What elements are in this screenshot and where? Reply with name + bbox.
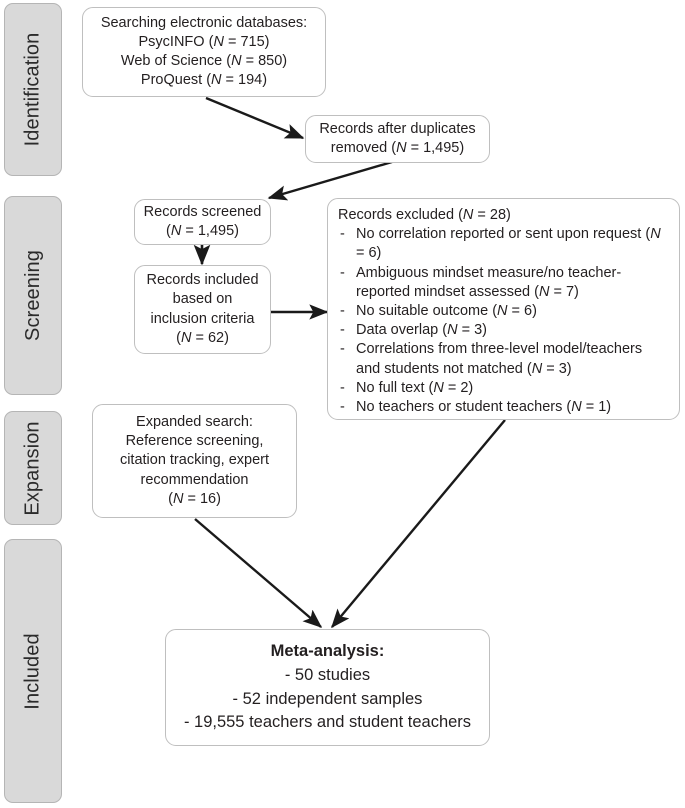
box-included-line-3: inclusion criteria — [150, 310, 255, 327]
box-records-included: Records included based on inclusion crit… — [134, 265, 271, 354]
stage-bar-screening: Screening — [4, 196, 62, 395]
dash-bullet: - — [340, 322, 345, 339]
excluded-reason-text: Ambiguous mindset measure/no teacher-rep… — [356, 264, 622, 300]
dash-bullet: - — [340, 226, 345, 243]
box-included-line-1: Records included — [146, 272, 259, 289]
stage-label-screening: Screening — [21, 250, 44, 341]
box-databases-line-3: Web of Science (N = 850) — [120, 53, 288, 69]
arrow-expanded-to-meta — [194, 518, 323, 628]
box-databases-line-1: Searching electronic databases: — [100, 14, 308, 31]
stage-label-identification: Identification — [21, 32, 44, 147]
box-records-screened: Records screened (N = 1,495) — [134, 199, 271, 245]
box-expanded-line-2: Reference screening, — [125, 433, 264, 450]
box-screened-line-2: (N = 1,495) — [166, 223, 239, 239]
box-expanded-search: Expanded search: Reference screening, ci… — [92, 404, 297, 518]
excluded-reason-list: -No correlation reported or sent upon re… — [338, 225, 670, 417]
box-included-line-2: based on — [172, 291, 233, 308]
stage-label-included: Included — [21, 632, 44, 710]
arrow-duplicates-to-screened — [267, 160, 393, 201]
box-expanded-line-1: Expanded search: — [136, 414, 253, 431]
list-item: -No full text (N = 2) — [338, 379, 670, 398]
box-expanded-line-3: citation tracking, expert — [119, 452, 270, 469]
box-records-excluded: Records excluded (N = 28) -No correlatio… — [327, 198, 680, 420]
meta-analysis-line-3: - 19,555 teachers and student teachers — [183, 713, 472, 732]
box-duplicates-removed: Records after duplicates removed (N = 1,… — [305, 115, 490, 163]
meta-analysis-line-1: - 50 studies — [284, 665, 371, 684]
list-item: -No correlation reported or sent upon re… — [338, 225, 670, 263]
excluded-reason-text: Data overlap (N = 3) — [356, 322, 487, 339]
meta-analysis-line-2: - 52 independent samples — [232, 689, 423, 708]
excluded-reason-text: No suitable outcome (N = 6) — [356, 302, 537, 319]
box-excluded-heading: Records excluded (N = 28) — [338, 207, 511, 223]
arrow-databases-to-duplicates — [205, 96, 305, 140]
dash-bullet: - — [340, 341, 345, 358]
list-item: -Correlations from three-level model/tea… — [338, 340, 670, 378]
excluded-reason-text: No full text (N = 2) — [356, 379, 474, 396]
box-databases-line-2: PsycINFO (N = 715) — [138, 33, 270, 50]
box-databases: Searching electronic databases: PsycINFO… — [82, 7, 326, 97]
box-meta-analysis: Meta-analysis: - 50 studies - 52 indepen… — [165, 629, 490, 746]
stage-label-expansion: Expansion — [21, 420, 44, 516]
excluded-reason-text: Correlations from three-level model/teac… — [356, 341, 643, 377]
box-duplicates-line-1: Records after duplicates — [319, 120, 476, 137]
list-item: -Ambiguous mindset measure/no teacher-re… — [338, 264, 670, 302]
stage-bar-expansion: Expansion — [4, 411, 62, 525]
box-expanded-line-5: (N = 16) — [168, 490, 221, 507]
stage-bar-included: Included — [4, 539, 62, 803]
dash-bullet: - — [340, 379, 345, 396]
excluded-reason-text: No correlation reported or sent upon req… — [356, 226, 661, 262]
box-screened-line-1: Records screened — [143, 203, 262, 220]
box-duplicates-line-2: removed (N = 1,495) — [330, 140, 465, 156]
list-item: -Data overlap (N = 3) — [338, 321, 670, 340]
box-databases-line-4: ProQuest (N = 194) — [140, 72, 268, 89]
box-expanded-line-4: recommendation — [140, 471, 249, 488]
meta-analysis-title: Meta-analysis: — [270, 641, 385, 660]
stage-bar-identification: Identification — [4, 3, 62, 176]
list-item: -No teachers or student teachers (N = 1) — [338, 398, 670, 417]
excluded-reason-text: No teachers or student teachers (N = 1) — [356, 398, 612, 415]
dash-bullet: - — [340, 302, 345, 319]
box-included-line-4: (N = 62) — [176, 329, 229, 346]
arrow-excluded-to-meta — [331, 419, 506, 629]
list-item: -No suitable outcome (N = 6) — [338, 302, 670, 321]
dash-bullet: - — [340, 264, 345, 281]
dash-bullet: - — [340, 398, 345, 415]
